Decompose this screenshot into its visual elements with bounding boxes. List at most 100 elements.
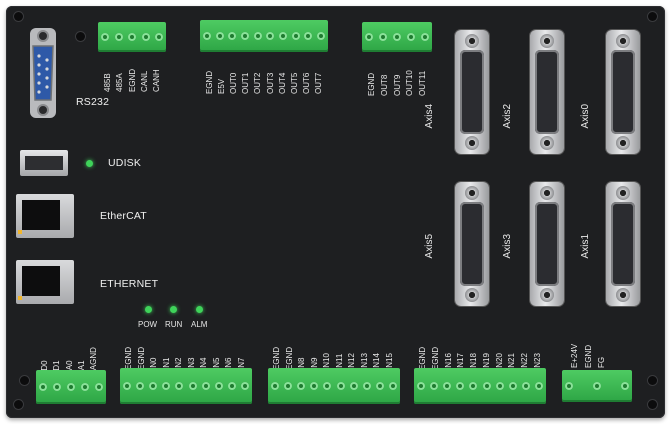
axis1-label: Axis1 — [580, 234, 591, 259]
ethercat-label: EtherCAT — [100, 210, 147, 222]
terminal-label: OUT8 — [379, 74, 389, 96]
terminal-label: IN3 — [186, 357, 196, 370]
terminal-labels-in16-23: EGND EGND IN16 IN17 IN18 IN19 IN20 IN21 … — [418, 338, 542, 370]
axis5-connector[interactable] — [455, 182, 489, 306]
terminal-label: IN9 — [309, 357, 319, 370]
axis0-connector[interactable] — [606, 30, 640, 154]
terminal-label: IN5 — [211, 357, 221, 370]
terminal-label: E5V — [217, 78, 227, 94]
terminal-label: OUT1 — [241, 72, 251, 94]
terminal-label: EGND — [583, 344, 593, 368]
screw — [14, 12, 23, 21]
terminal-label: FG — [597, 356, 606, 368]
terminal-label: 485A — [115, 73, 125, 92]
axis2-label: Axis2 — [502, 104, 513, 129]
pow-label: POW — [138, 320, 158, 329]
terminal-label: IN1 — [161, 357, 171, 370]
terminal-label: 485B — [103, 73, 112, 92]
udisk-usb-port[interactable] — [20, 150, 68, 176]
terminal-label: IN22 — [520, 353, 530, 370]
pow-led — [145, 306, 152, 313]
terminal-block-in16-23[interactable] — [414, 368, 546, 404]
terminal-label: OUT6 — [301, 72, 311, 94]
terminal-labels-in8-15: EGND EGND IN8 IN9 IN10 IN11 IN12 IN13 IN… — [272, 338, 394, 370]
terminal-label: IN10 — [322, 353, 332, 370]
screw — [20, 376, 29, 385]
ethernet-port[interactable] — [16, 260, 74, 304]
screw — [648, 376, 657, 385]
run-label: RUN — [165, 320, 183, 329]
terminal-labels-out0-7: EGND E5V OUT0 OUT1 OUT2 OUT3 OUT4 OUT5 O… — [205, 56, 323, 94]
terminal-block-can[interactable] — [98, 22, 166, 52]
axis5-label: Axis5 — [424, 234, 435, 259]
axis4-label: Axis4 — [424, 104, 435, 129]
terminal-label: IN15 — [384, 353, 394, 370]
terminal-labels-can: 485B 485A EGND CANL CANH — [103, 56, 161, 92]
alm-label: ALM — [191, 320, 208, 329]
terminal-label: IN2 — [174, 357, 184, 370]
alm-led — [196, 306, 203, 313]
axis4-connector[interactable] — [455, 30, 489, 154]
terminal-label: EGND — [272, 346, 281, 370]
terminal-block-out8-11[interactable] — [362, 22, 432, 52]
terminal-label: E+24V — [570, 343, 579, 368]
terminal-label: CANH — [152, 69, 161, 92]
terminal-label: IN6 — [224, 357, 234, 370]
terminal-label: EGND — [430, 346, 440, 370]
terminal-label: OUT9 — [392, 74, 402, 96]
axis0-label: Axis0 — [580, 104, 591, 129]
axis3-connector[interactable] — [530, 182, 564, 306]
terminal-labels-power: E+24V EGND FG — [570, 332, 606, 368]
terminal-label: IN18 — [469, 353, 479, 370]
run-led — [170, 306, 177, 313]
terminal-labels-out8-11: EGND OUT8 OUT9 OUT10 OUT11 — [367, 56, 427, 96]
terminal-label: IN16 — [443, 353, 453, 370]
terminal-label: IN11 — [334, 353, 344, 370]
terminal-label: OUT0 — [229, 72, 239, 94]
terminal-label: OUT5 — [289, 72, 299, 94]
terminal-label: IN23 — [532, 353, 542, 370]
axis2-connector[interactable] — [530, 30, 564, 154]
terminal-label: IN12 — [347, 353, 357, 370]
terminal-label: IN7 — [236, 357, 246, 370]
terminal-label: OUT4 — [277, 72, 287, 94]
screw — [648, 12, 657, 21]
udisk-led — [86, 160, 93, 167]
terminal-label: EGND — [284, 346, 294, 370]
rs232-label: RS232 — [76, 96, 110, 108]
terminal-label: OUT7 — [313, 72, 323, 94]
screw — [648, 400, 657, 409]
udisk-label: UDISK — [108, 157, 142, 169]
terminal-label: EGND — [136, 346, 146, 370]
terminal-label: IN21 — [507, 353, 517, 370]
terminal-labels-in0-7: EGND EGND IN0 IN1 IN2 IN3 IN4 IN5 IN6 IN… — [124, 338, 246, 370]
terminal-label: OUT10 — [405, 70, 415, 96]
terminal-label: CANL — [139, 70, 149, 92]
terminal-block-power[interactable] — [562, 370, 632, 402]
axis1-connector[interactable] — [606, 182, 640, 306]
axis3-label: Axis3 — [502, 234, 513, 259]
terminal-label: IN19 — [481, 353, 491, 370]
screw — [76, 32, 85, 41]
terminal-label: OUT11 — [418, 70, 427, 96]
terminal-label: EGND — [205, 70, 214, 94]
terminal-block-in8-15[interactable] — [268, 368, 400, 404]
terminal-block-in0-7[interactable] — [120, 368, 252, 404]
terminal-label: IN13 — [359, 353, 369, 370]
terminal-label: OUT3 — [265, 72, 275, 94]
terminal-block-analog[interactable] — [36, 370, 106, 404]
terminal-label: EGND — [124, 346, 133, 370]
rs232-connector[interactable] — [26, 28, 60, 118]
terminal-label: EGND — [418, 346, 427, 370]
terminal-label: IN14 — [372, 353, 382, 370]
terminal-label: IN0 — [149, 357, 159, 370]
terminal-label: IN17 — [456, 353, 466, 370]
ethernet-label: ETHERNET — [100, 278, 159, 290]
terminal-block-out0-7[interactable] — [200, 20, 328, 52]
screw — [14, 400, 23, 409]
terminal-label: EGND — [367, 72, 376, 96]
terminal-label: IN4 — [199, 357, 209, 370]
ethercat-port[interactable] — [16, 194, 74, 238]
terminal-label: IN8 — [297, 357, 307, 370]
terminal-label: EGND — [127, 68, 137, 92]
